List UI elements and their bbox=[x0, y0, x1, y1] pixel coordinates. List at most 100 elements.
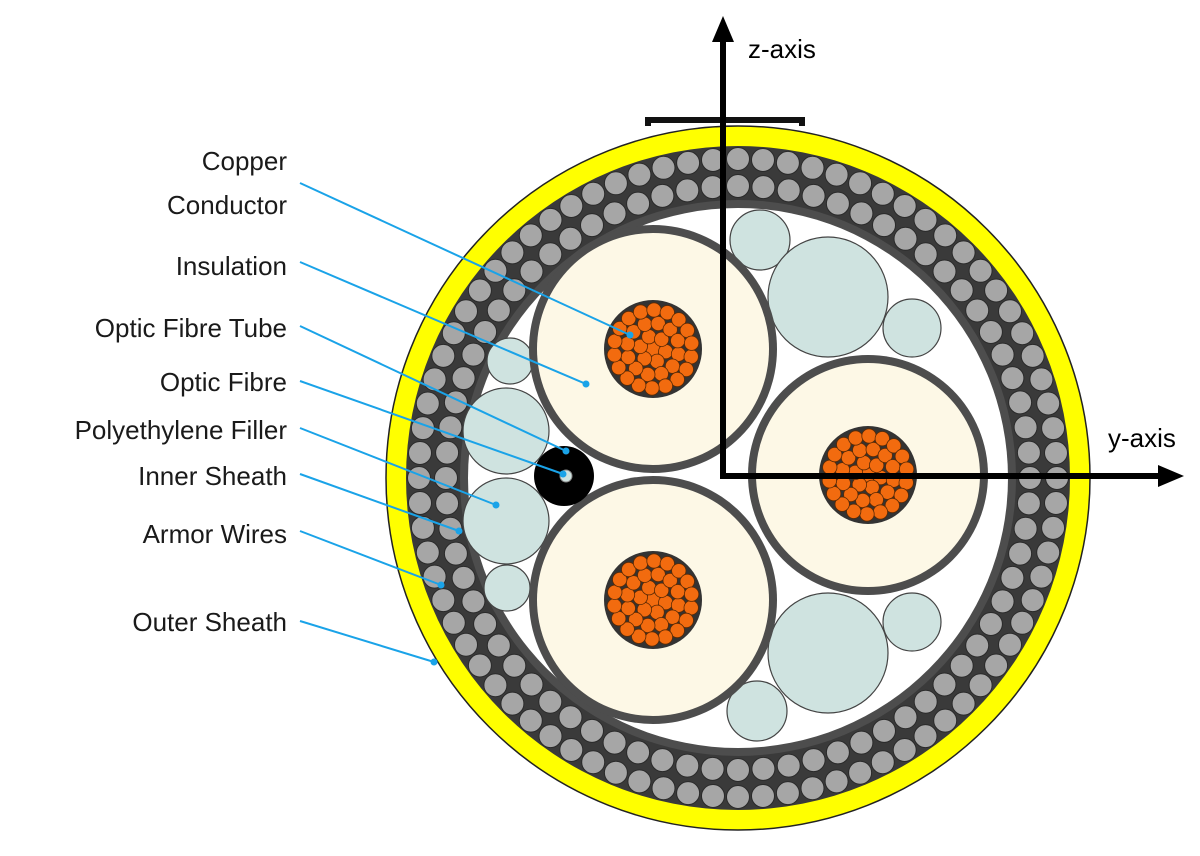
leader-optic-fibre-tube bbox=[299, 325, 567, 452]
armor-wire bbox=[435, 491, 460, 516]
armor-wire bbox=[776, 178, 801, 203]
armor-wire bbox=[1029, 564, 1054, 589]
armor-wire bbox=[701, 784, 725, 808]
armor-wire bbox=[581, 750, 606, 775]
armor-wire bbox=[951, 240, 976, 265]
armor-wire bbox=[1020, 343, 1045, 368]
armor-wire bbox=[483, 258, 508, 283]
armor-wire bbox=[558, 226, 583, 251]
armor-wire bbox=[1016, 491, 1041, 516]
armor-wire bbox=[502, 653, 527, 678]
armor-wire bbox=[538, 724, 563, 749]
armor-wire bbox=[435, 440, 460, 465]
conductor-strand bbox=[683, 600, 699, 616]
armor-wire bbox=[626, 740, 651, 765]
conductor-strand bbox=[646, 553, 662, 569]
armor-wire bbox=[751, 148, 775, 172]
armor-wire bbox=[431, 588, 456, 613]
conductor-strand bbox=[662, 321, 678, 338]
leader-outer-sheath bbox=[299, 620, 435, 663]
conductor-strand bbox=[822, 459, 838, 475]
conductor-strand bbox=[826, 485, 842, 502]
armor-wire bbox=[870, 750, 895, 775]
armor-wire bbox=[538, 242, 563, 267]
armor-wire bbox=[700, 756, 725, 781]
armor-wire bbox=[978, 320, 1003, 344]
armor-wire bbox=[1000, 366, 1025, 391]
armor-wire bbox=[951, 691, 976, 716]
armor-wire bbox=[454, 299, 478, 324]
armor-wire bbox=[1044, 491, 1068, 515]
armor-wire bbox=[473, 612, 498, 636]
armor-wire bbox=[998, 632, 1022, 657]
armor-wire bbox=[726, 758, 750, 782]
armor-wire bbox=[408, 441, 432, 465]
power-core-bottom bbox=[529, 476, 777, 724]
conductor-strand bbox=[877, 447, 893, 464]
conductor-strand bbox=[662, 572, 678, 589]
z-axis-arrowhead bbox=[712, 16, 734, 42]
armor-wire bbox=[825, 191, 850, 216]
armor-wire bbox=[893, 705, 918, 730]
conductor-strand bbox=[619, 621, 635, 637]
label-copper-conductor-line2: Conductor bbox=[167, 190, 287, 220]
armor-wire bbox=[500, 240, 525, 265]
armor-wire bbox=[441, 610, 466, 635]
armor-wire bbox=[1041, 416, 1066, 441]
y-axis-label: y-axis bbox=[1108, 423, 1176, 453]
conductor-strand bbox=[679, 322, 695, 338]
armor-wire bbox=[849, 201, 874, 226]
conductor-strand bbox=[631, 628, 647, 644]
armor-wire bbox=[984, 278, 1009, 303]
conductor-strand bbox=[669, 371, 685, 388]
filler bbox=[767, 236, 889, 358]
armor-wire bbox=[968, 258, 993, 283]
armor-wire bbox=[451, 565, 476, 590]
armor-wire bbox=[580, 718, 604, 743]
armor-wire bbox=[990, 342, 1015, 367]
leader-optic-fibre bbox=[299, 380, 564, 475]
filler bbox=[729, 209, 791, 271]
armor-wire bbox=[500, 691, 525, 716]
conductor-strand bbox=[679, 573, 695, 590]
armor-wire bbox=[726, 785, 750, 809]
armor-wire bbox=[932, 259, 957, 284]
armor-wire bbox=[824, 162, 849, 187]
conductor-strand bbox=[847, 430, 864, 446]
conductor-strand bbox=[683, 586, 700, 602]
armor-wires bbox=[407, 147, 1069, 809]
armor-wire bbox=[483, 673, 508, 698]
armor-wire bbox=[626, 191, 651, 216]
leader-lines bbox=[299, 182, 634, 666]
armor-wire bbox=[415, 540, 440, 565]
armor-wire bbox=[651, 155, 676, 180]
armor-wire bbox=[1010, 610, 1035, 635]
label-outer-sheath: Outer Sheath bbox=[132, 607, 287, 637]
leader-polyethylene-filler bbox=[299, 427, 497, 506]
conductor-strand bbox=[619, 370, 635, 386]
armor-wire bbox=[913, 242, 938, 267]
armor-wire bbox=[848, 171, 873, 196]
armor-wire bbox=[538, 207, 563, 232]
conductor-strand bbox=[653, 331, 670, 347]
conductor-strand bbox=[659, 305, 675, 321]
armor-wire bbox=[676, 781, 701, 806]
armor-wire bbox=[892, 194, 917, 218]
filler bbox=[483, 564, 531, 612]
label-armor-wires: Armor Wires bbox=[143, 519, 287, 549]
armor-wire bbox=[1029, 367, 1054, 392]
armor-wire bbox=[913, 724, 938, 749]
armor-wire bbox=[558, 705, 583, 730]
armor-wire bbox=[559, 194, 584, 218]
armor-wire bbox=[650, 748, 675, 773]
armor-wire bbox=[1041, 515, 1066, 540]
conductor-strand bbox=[836, 436, 852, 453]
armor-wire bbox=[933, 223, 958, 248]
conductor-strand bbox=[612, 571, 628, 588]
conductor-strand bbox=[631, 377, 647, 393]
filler bbox=[726, 680, 788, 742]
conductor-strand bbox=[671, 312, 687, 328]
armor-wire bbox=[519, 672, 544, 697]
armor-wire bbox=[518, 223, 543, 248]
armor-wire bbox=[872, 213, 896, 238]
